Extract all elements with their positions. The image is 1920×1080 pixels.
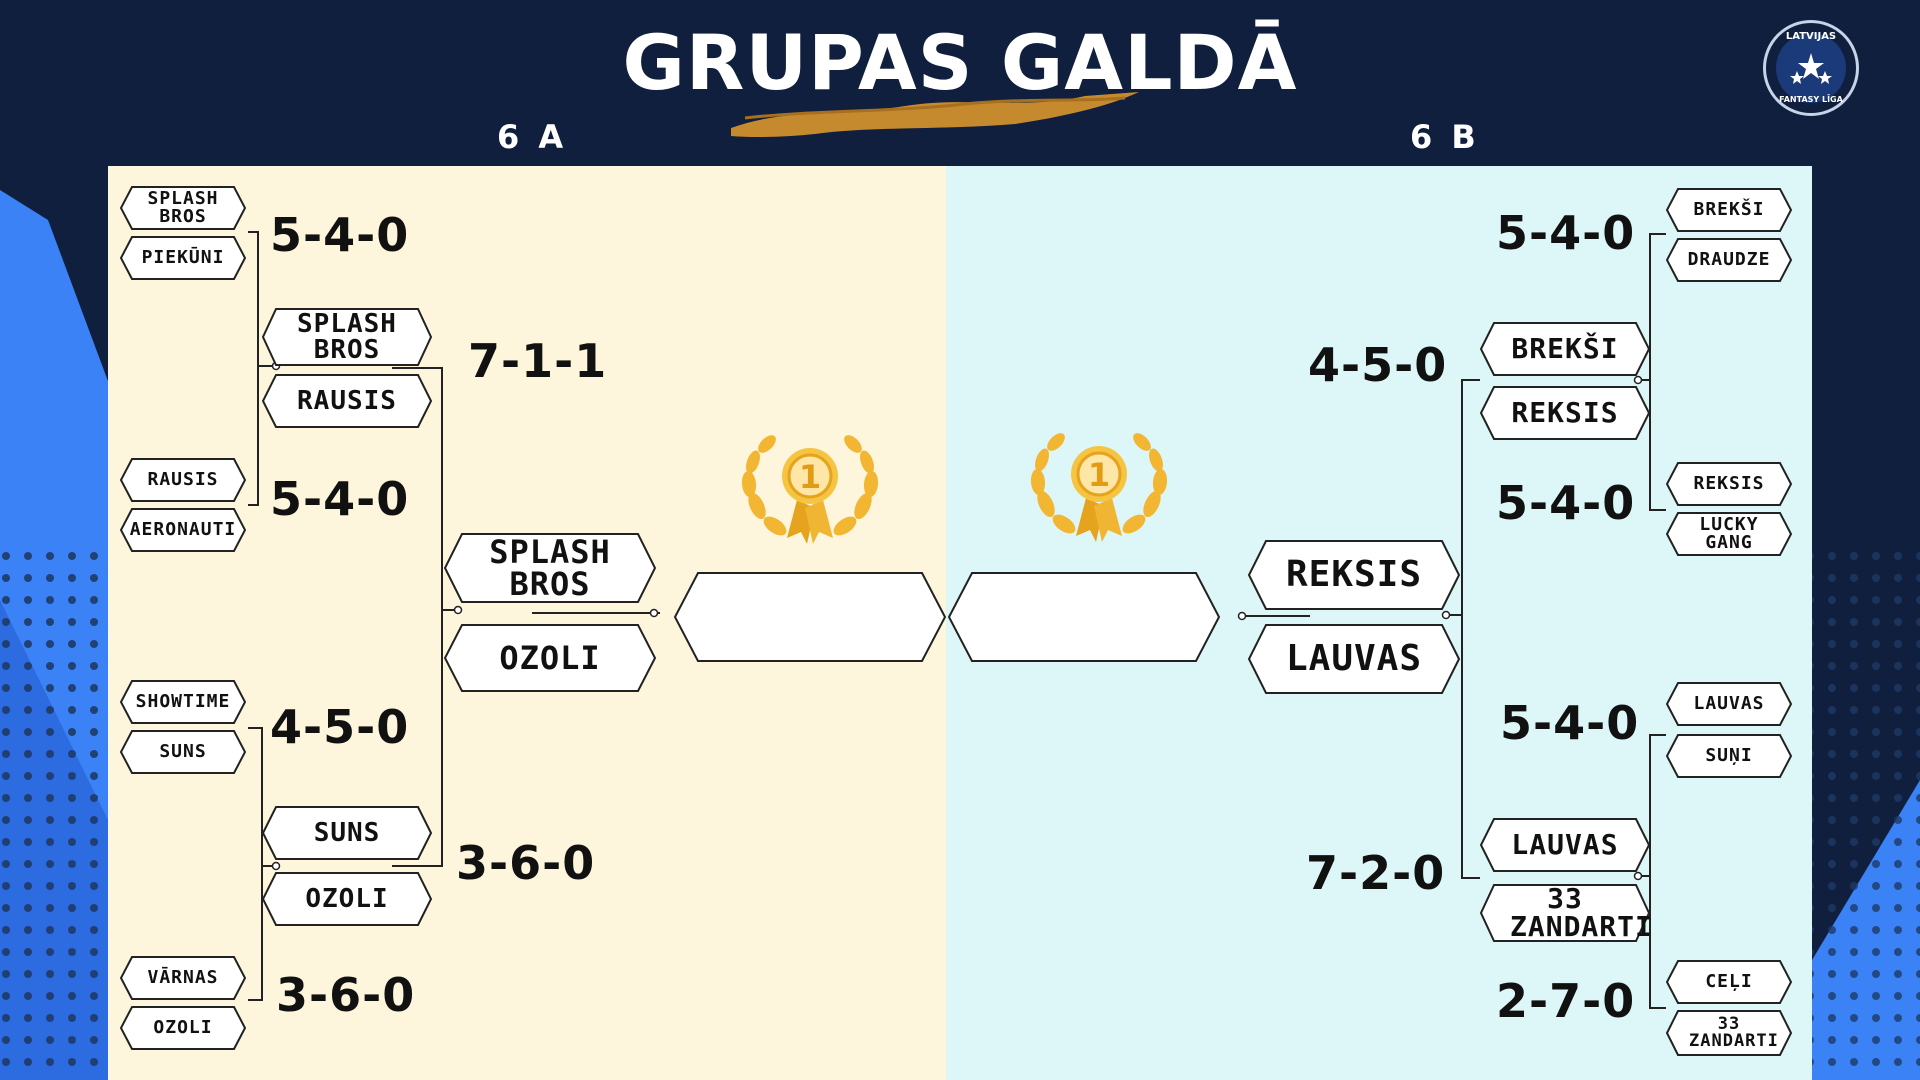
group-b-label: 6 B	[1410, 118, 1480, 156]
team-b-r2-m2-team1: LAUVAS	[1480, 818, 1650, 872]
score-a-r1-m4: 3-6-0	[276, 968, 416, 1022]
group-a-label: 6 A	[497, 118, 568, 156]
team-a-r2-m2-team2: OZOLI	[262, 872, 432, 926]
trophy-number-a: 1	[799, 458, 821, 496]
team-b-r1-m3-team1: LAUVAS	[1666, 682, 1792, 726]
brush-stroke-decoration	[731, 92, 1139, 138]
score-a-r1-m1: 5-4-0	[270, 208, 410, 262]
team-b-r2-m1-team1: BREKŠI	[1480, 322, 1650, 376]
score-b-r1-m3: 5-4-0	[1500, 696, 1640, 750]
logo-text-bottom: FANTASY LĪGA	[1779, 95, 1843, 104]
trophy-number-b: 1	[1088, 456, 1110, 494]
group-b-winner-slot	[948, 572, 1220, 662]
team-b-r1-m1-team2: DRAUDZE	[1666, 238, 1792, 282]
team-a-r2-m1-team1: SPLASH BROS	[262, 308, 432, 366]
score-a-r2-m1: 7-1-1	[468, 334, 608, 388]
logo-text-top: LATVIJAS	[1785, 31, 1837, 42]
team-b-r2-m1-team2: REKSIS	[1480, 386, 1650, 440]
league-logo: LATVIJAS FANTASY LĪGA	[1763, 20, 1859, 116]
trophy-icon-group-b: 1	[1030, 433, 1168, 542]
team-b-r1-m4-team2: 33 ZANDARTI	[1666, 1010, 1792, 1056]
team-a-r2-m1-team2: RAUSIS	[262, 374, 432, 428]
team-a-r2-m2-team1: SUNS	[262, 806, 432, 860]
page-title: GRUPAS GALDĀ	[622, 18, 1298, 107]
trophy-icon-group-a: 1	[741, 435, 879, 544]
team-a-r1-m3-team2: SUNS	[120, 730, 246, 774]
team-b-final-team1: REKSIS	[1248, 540, 1460, 610]
score-a-r1-m2: 5-4-0	[270, 472, 410, 526]
team-b-r1-m2-team1: REKSIS	[1666, 462, 1792, 506]
score-a-r2-m2: 3-6-0	[456, 836, 596, 890]
score-b-r2-m1: 4-5-0	[1308, 338, 1448, 392]
team-a-r1-m3-team1: SHOWTIME	[120, 680, 246, 724]
team-b-r1-m4-team1: CEĻI	[1666, 960, 1792, 1004]
team-b-final-team2: LAUVAS	[1248, 624, 1460, 694]
team-b-r1-m2-team2: LUCKY GANG	[1666, 512, 1792, 556]
score-b-r1-m4: 2-7-0	[1496, 974, 1636, 1028]
score-b-r2-m2: 7-2-0	[1306, 846, 1446, 900]
team-a-r1-m2-team1: RAUSIS	[120, 458, 246, 502]
score-b-r1-m1: 5-4-0	[1496, 206, 1636, 260]
team-a-r1-m4-team1: VĀRNAS	[120, 956, 246, 1000]
team-b-r2-m2-team2: 33 ZANDARTI	[1480, 884, 1652, 942]
team-a-r1-m4-team2: OZOLI	[120, 1006, 246, 1050]
score-a-r1-m3: 4-5-0	[270, 700, 410, 754]
team-a-final-team1: SPLASH BROS	[444, 533, 656, 603]
score-b-r1-m2: 5-4-0	[1496, 476, 1636, 530]
team-b-r1-m3-team2: SUŅI	[1666, 734, 1792, 778]
team-b-r1-m1-team1: BREKŠI	[1666, 188, 1792, 232]
team-a-final-team2: OZOLI	[444, 624, 656, 692]
team-a-r1-m1-team1: SPLASH BROS	[120, 186, 246, 230]
team-a-r1-m2-team2: AERONAUTI	[120, 508, 246, 552]
team-a-r1-m1-team2: PIEKŪNI	[120, 236, 246, 280]
group-a-winner-slot	[674, 572, 946, 662]
